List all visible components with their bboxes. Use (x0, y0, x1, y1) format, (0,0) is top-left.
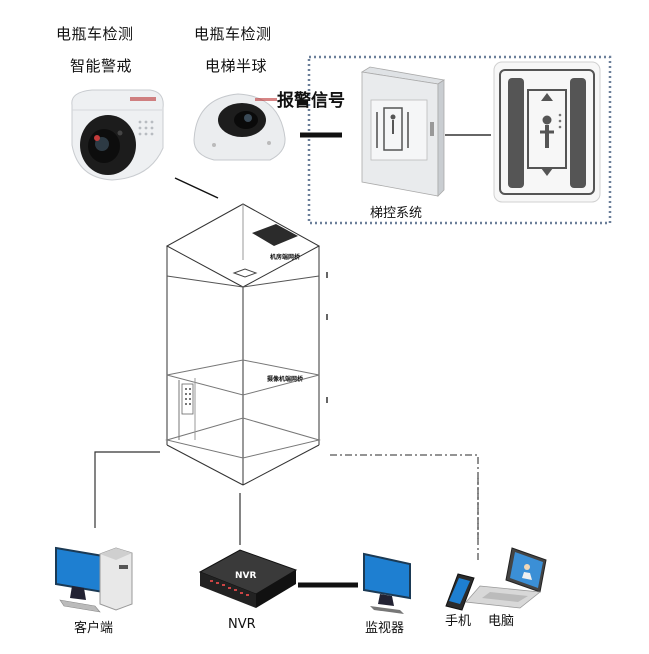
elevator-control-label: 梯控系统 (370, 206, 423, 221)
nvr-device-badge: NVR (235, 571, 257, 581)
laptop-icon (465, 547, 547, 609)
monitor-icon (363, 552, 411, 614)
elevator-shaft (165, 203, 321, 486)
client-label: 客户端 (74, 621, 114, 636)
alarm-signal-label: 报警信号 (277, 91, 345, 111)
phone-label: 手机 (445, 614, 472, 629)
dome-camera-label-line2: 智能警戒 (70, 57, 133, 75)
nvr-label: NVR (228, 617, 256, 632)
elevator-panel-icon (493, 61, 601, 203)
dome-camera-icon (71, 89, 164, 181)
mini-dome-label-line1: 电瓶车检测 (194, 25, 272, 43)
mini-dome-label-line2: 电梯半球 (205, 57, 268, 75)
mini-dome-camera-icon (193, 93, 286, 161)
elevator-control-cabinet-icon (360, 66, 446, 197)
bridge-top-label: 机房端网桥 (270, 254, 301, 261)
elevator-control-group-box (307, 55, 612, 225)
bridge-car-label: 摄像机端网桥 (267, 376, 304, 383)
top-bridge-device-icon (252, 224, 298, 246)
client-pc-icon (55, 546, 133, 613)
client-line (94, 451, 160, 528)
camera-shaft-line (174, 177, 219, 199)
dome-camera-label-line1: 电瓶车检测 (56, 25, 134, 43)
nvr-device-icon (198, 549, 298, 608)
monitor-label: 监视器 (365, 621, 405, 636)
phone-icon (445, 573, 475, 611)
car-keypad-icon (181, 383, 194, 415)
mobile-dashdot-line (330, 454, 479, 540)
laptop-label: 电脑 (488, 614, 515, 629)
